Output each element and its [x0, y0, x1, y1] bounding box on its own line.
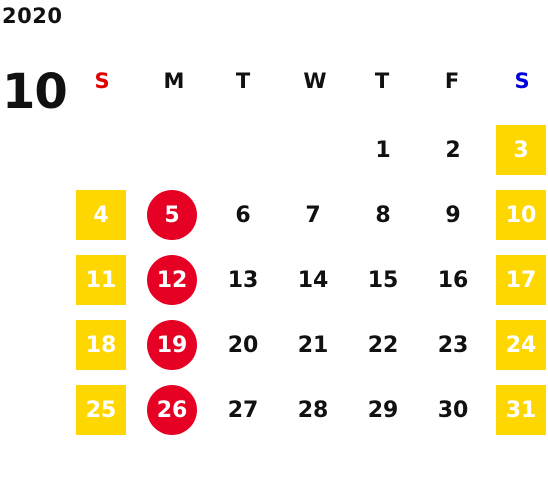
day-number: 18 [85, 332, 117, 358]
day-cell: 24 [496, 320, 546, 370]
day-cell: 8 [358, 190, 408, 240]
day-cell: 6 [218, 190, 268, 240]
day-cell: 28 [288, 385, 338, 435]
day-cell: 10 [496, 190, 546, 240]
day-cell: 9 [428, 190, 478, 240]
day-number: 7 [305, 202, 321, 228]
day-cell: 12 [147, 255, 197, 305]
day-cell: 22 [358, 320, 408, 370]
weekday-wed: W [303, 69, 327, 93]
day-number: 30 [437, 397, 469, 423]
weekday-sun: S [94, 69, 110, 93]
day-number: 10 [505, 202, 537, 228]
day-number: 29 [367, 397, 399, 423]
day-number: 23 [437, 332, 469, 358]
day-number: 11 [85, 267, 117, 293]
day-cell: 27 [218, 385, 268, 435]
weekday-sat: S [514, 69, 530, 93]
day-number: 21 [297, 332, 329, 358]
day-number: 4 [93, 202, 109, 228]
day-number: 13 [227, 267, 259, 293]
day-number: 27 [227, 397, 259, 423]
day-cell: 4 [76, 190, 126, 240]
day-number: 14 [297, 267, 329, 293]
day-cell: 5 [147, 190, 197, 240]
day-number: 22 [367, 332, 399, 358]
day-cell: 11 [76, 255, 126, 305]
day-number: 8 [375, 202, 391, 228]
day-number: 9 [445, 202, 461, 228]
day-cell: 21 [288, 320, 338, 370]
year-label: 2020 [2, 4, 63, 28]
weekday-tue: T [235, 69, 251, 93]
day-cell: 25 [76, 385, 126, 435]
weekday-mon: M [163, 69, 185, 93]
day-cell: 1 [358, 125, 408, 175]
day-cell: 7 [288, 190, 338, 240]
day-number: 28 [297, 397, 329, 423]
day-cell: 14 [288, 255, 338, 305]
day-cell: 15 [358, 255, 408, 305]
day-cell: 13 [218, 255, 268, 305]
day-number: 2 [445, 137, 461, 163]
day-number: 6 [235, 202, 251, 228]
day-number: 20 [227, 332, 259, 358]
day-cell: 17 [496, 255, 546, 305]
day-number: 26 [156, 397, 188, 423]
day-number: 17 [505, 267, 537, 293]
day-cell: 19 [147, 320, 197, 370]
weekday-thu: T [374, 69, 390, 93]
day-number: 16 [437, 267, 469, 293]
day-number: 3 [513, 137, 529, 163]
day-cell: 20 [218, 320, 268, 370]
day-number: 15 [367, 267, 399, 293]
day-number: 19 [156, 332, 188, 358]
day-number: 31 [505, 397, 537, 423]
day-number: 24 [505, 332, 537, 358]
day-number: 12 [156, 267, 188, 293]
day-cell: 23 [428, 320, 478, 370]
day-cell: 2 [428, 125, 478, 175]
day-cell: 16 [428, 255, 478, 305]
weekday-fri: F [444, 69, 460, 93]
day-cell: 30 [428, 385, 478, 435]
month-label: 10 [2, 64, 68, 120]
day-number: 25 [85, 397, 117, 423]
day-number: 5 [164, 202, 180, 228]
day-cell: 29 [358, 385, 408, 435]
day-cell: 31 [496, 385, 546, 435]
day-cell: 26 [147, 385, 197, 435]
day-cell: 18 [76, 320, 126, 370]
day-number: 1 [375, 137, 391, 163]
day-cell: 3 [496, 125, 546, 175]
